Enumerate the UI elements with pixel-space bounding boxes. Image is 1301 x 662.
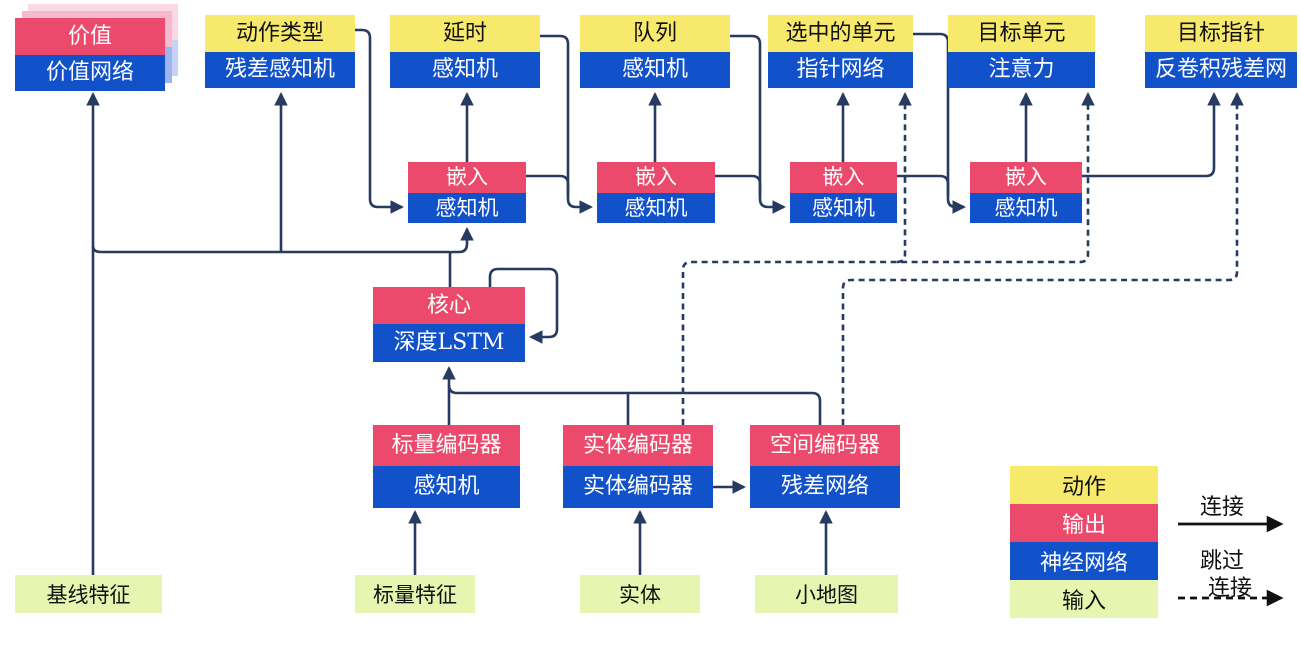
node-value: 价值 价值网络 xyxy=(15,18,165,91)
spatial-encoder-header: 空间编码器 xyxy=(750,425,900,466)
skip-connections xyxy=(681,91,1244,425)
node-entity-encoder: 实体编码器 实体编码器 xyxy=(563,425,713,508)
entity-encoder-body: 实体编码器 xyxy=(563,466,713,508)
embedding-2-header: 嵌入 xyxy=(597,162,715,193)
target-pointer-body: 反卷积残差网 xyxy=(1145,52,1297,88)
queue-header: 队列 xyxy=(580,15,730,52)
embedding-1-header: 嵌入 xyxy=(408,162,526,193)
node-embedding-3: 嵌入 感知机 xyxy=(790,162,897,223)
input-scalar-features: 标量特征 xyxy=(355,575,475,613)
embedding-3-body: 感知机 xyxy=(790,193,897,223)
node-target-unit: 目标单元 注意力 xyxy=(948,15,1095,88)
scalar-encoder-body: 感知机 xyxy=(373,466,520,508)
target-unit-body: 注意力 xyxy=(948,52,1095,88)
target-unit-header: 目标单元 xyxy=(948,15,1095,52)
embedding-4-header: 嵌入 xyxy=(970,162,1082,193)
legend-color-key: 动作 输出 神经网络 输入 xyxy=(1010,466,1158,618)
embedding-2-body: 感知机 xyxy=(597,193,715,223)
value-body: 价值网络 xyxy=(15,55,165,91)
core-header: 核心 xyxy=(373,287,525,324)
selected-units-header: 选中的单元 xyxy=(768,15,913,52)
node-core: 核心 深度LSTM xyxy=(373,287,525,362)
node-embedding-1: 嵌入 感知机 xyxy=(408,162,526,223)
node-embedding-4: 嵌入 感知机 xyxy=(970,162,1082,223)
legend-dashed-arrow-label-line2: 连接 xyxy=(1207,576,1252,601)
legend-solid-arrow-label: 连接 xyxy=(1199,495,1244,520)
legend-input-swatch: 输入 xyxy=(1010,580,1158,618)
embedding-3-header: 嵌入 xyxy=(790,162,897,193)
solid-connections xyxy=(86,28,1221,575)
delay-body: 感知机 xyxy=(390,52,540,88)
input-entities: 实体 xyxy=(580,575,700,613)
input-minimap: 小地图 xyxy=(755,575,898,613)
node-embedding-2: 嵌入 感知机 xyxy=(597,162,715,223)
legend-dashed-arrow-label-line1: 跳过 xyxy=(1199,549,1244,574)
target-pointer-header: 目标指针 xyxy=(1145,15,1297,52)
spatial-encoder-body: 残差网络 xyxy=(750,466,900,508)
entity-encoder-header: 实体编码器 xyxy=(563,425,713,466)
delay-header: 延时 xyxy=(390,15,540,52)
node-target-pointer: 目标指针 反卷积残差网 xyxy=(1145,15,1297,88)
legend-output-swatch: 输出 xyxy=(1010,504,1158,542)
action-type-header: 动作类型 xyxy=(205,15,355,52)
node-selected-units: 选中的单元 指针网络 xyxy=(768,15,913,88)
embedding-1-body: 感知机 xyxy=(408,193,526,223)
node-scalar-encoder: 标量编码器 感知机 xyxy=(373,425,520,508)
input-baseline-features: 基线特征 xyxy=(15,575,162,613)
legend-action-swatch: 动作 xyxy=(1010,466,1158,504)
core-body: 深度LSTM xyxy=(373,324,525,362)
action-type-body: 残差感知机 xyxy=(205,52,355,88)
legend-network-swatch: 神经网络 xyxy=(1010,542,1158,580)
node-spatial-encoder: 空间编码器 残差网络 xyxy=(750,425,900,508)
selected-units-body: 指针网络 xyxy=(768,52,913,88)
scalar-encoder-header: 标量编码器 xyxy=(373,425,520,466)
embedding-4-body: 感知机 xyxy=(970,193,1082,223)
value-header: 价值 xyxy=(15,18,165,55)
node-action-type: 动作类型 残差感知机 xyxy=(205,15,355,88)
node-queue: 队列 感知机 xyxy=(580,15,730,88)
queue-body: 感知机 xyxy=(580,52,730,88)
node-delay: 延时 感知机 xyxy=(390,15,540,88)
